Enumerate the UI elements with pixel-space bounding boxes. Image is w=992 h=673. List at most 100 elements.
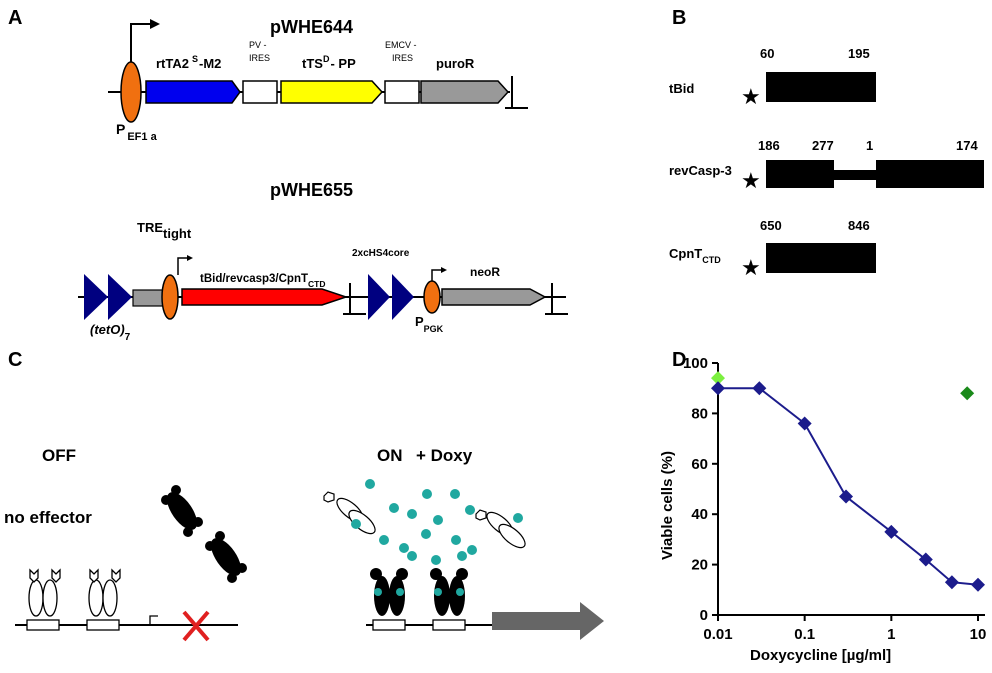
tre-label: TREtight <box>137 220 192 241</box>
row1-domain-box <box>766 72 876 102</box>
ires1-line2: IRES <box>249 53 270 63</box>
emcv-ires-box <box>384 80 420 104</box>
tts-arrow <box>280 80 384 104</box>
rtta-free-2-icon <box>205 531 247 583</box>
row1-star-icon: ★ <box>741 84 761 109</box>
panel-c-letter: C <box>8 349 22 371</box>
row2-n1: 186 <box>758 138 780 153</box>
x-tick-label: 1 <box>887 626 895 643</box>
row1-n1: 60 <box>760 46 774 61</box>
x-tick-label: 0.1 <box>794 626 815 643</box>
effector-arrow <box>181 288 349 306</box>
gene2-label: tTSD- PP <box>302 54 356 71</box>
row3-domain-box <box>766 243 876 273</box>
off-operator-2 <box>86 619 120 631</box>
data-point <box>752 381 767 396</box>
minimal-promoter-box <box>132 289 164 307</box>
row3-n1: 650 <box>760 218 782 233</box>
rtta-bound-2-icon <box>430 568 468 616</box>
on-expression-arrow <box>492 602 604 640</box>
effector-label: tBid/revcasp3/CpnTCTD <box>200 273 325 289</box>
on-label: ON <box>377 446 403 465</box>
pv-ires-box <box>242 80 278 104</box>
data-point <box>884 524 899 539</box>
x-tick-label: 10 <box>970 626 987 643</box>
ires1-line1: PV - <box>249 40 267 50</box>
row2-star-icon: ★ <box>741 168 761 193</box>
teto-triangle-1 <box>84 274 108 320</box>
promoter-pgk-ellipse <box>423 280 441 314</box>
promoter2-label: PPGK <box>415 314 444 334</box>
y-tick-label: 100 <box>683 355 708 372</box>
rtta-bound-1-icon <box>370 568 408 616</box>
data-point <box>944 575 959 590</box>
y-tick-label: 40 <box>691 506 708 523</box>
on-operator-2 <box>432 619 466 631</box>
y-tick-label: 60 <box>691 456 708 473</box>
row2-n2: 277 <box>812 138 834 153</box>
doxy-label: + Doxy <box>416 446 473 465</box>
plasmid2-title: pWHE655 <box>270 180 353 200</box>
pgk-start-arrow <box>431 269 442 281</box>
row2-linker <box>832 170 878 180</box>
gene4-label: neoR <box>470 265 500 279</box>
row2-label: revCasp-3 <box>669 163 732 178</box>
data-point <box>971 577 985 592</box>
red-x-icon <box>182 610 210 642</box>
doxy-molecules <box>365 479 477 565</box>
gene3-label: puroR <box>436 56 475 71</box>
ires2-line1: EMCV - <box>385 40 417 50</box>
control-point <box>711 371 725 386</box>
y-tick-label: 20 <box>691 557 708 574</box>
tts-bound-2-icon <box>88 568 121 617</box>
plasmid1-title: pWHE644 <box>270 17 353 37</box>
tts-free-1-icon <box>323 491 376 535</box>
neor-arrow <box>441 288 547 306</box>
row3-label: CpnTCTD <box>669 246 721 265</box>
promoter-tre-ellipse <box>161 274 179 320</box>
data-point <box>839 489 854 504</box>
panel-d-letter: D <box>672 349 686 371</box>
puror-arrow <box>420 80 510 104</box>
teto-triangle-2 <box>108 274 132 320</box>
no-effector-label: no effector <box>4 508 92 527</box>
row2-domain-box-1 <box>766 160 834 188</box>
y-tick-label: 80 <box>691 405 708 422</box>
tts-free-2-icon <box>475 509 526 549</box>
row3-n2: 846 <box>848 218 870 233</box>
panel-c: OFF no effector ON + Doxy <box>4 446 604 642</box>
row2-domain-box-2 <box>876 160 984 188</box>
panel-b-letter: B <box>672 7 686 29</box>
tts-bound-1-icon <box>28 568 61 617</box>
off-operator-1 <box>26 619 60 631</box>
y-axis-label: Viable cells (%) <box>659 451 676 560</box>
data-points <box>711 371 985 592</box>
panel-a-letter: A <box>8 7 22 29</box>
control-point <box>960 386 975 401</box>
tre-start-arrow <box>177 257 188 275</box>
row3-star-icon: ★ <box>741 255 761 280</box>
rtta2-arrow <box>145 80 241 104</box>
ires2-line2: IRES <box>392 53 413 63</box>
x-axis-label: Doxycycline [µg/ml] <box>750 647 891 664</box>
data-point <box>797 416 812 431</box>
y-ticks: 0 20 40 60 80 100 <box>683 355 718 624</box>
row2-n3: 1 <box>866 138 873 153</box>
y-tick-label: 0 <box>700 607 708 624</box>
data-point <box>918 552 933 567</box>
row1-label: tBid <box>669 81 694 96</box>
panel-b: tBid 60 195 ★ revCasp-3 186 277 1 174 ★ … <box>669 46 984 280</box>
promoter1-ellipse <box>120 61 142 123</box>
row1-n2: 195 <box>848 46 870 61</box>
insulator-triangle-1 <box>368 274 390 320</box>
insulator-triangle-2 <box>392 274 414 320</box>
promoter1-arrowhead <box>150 19 160 29</box>
series-line <box>718 387 979 586</box>
data-point <box>711 381 725 396</box>
off-promoter-arrow <box>149 615 158 625</box>
